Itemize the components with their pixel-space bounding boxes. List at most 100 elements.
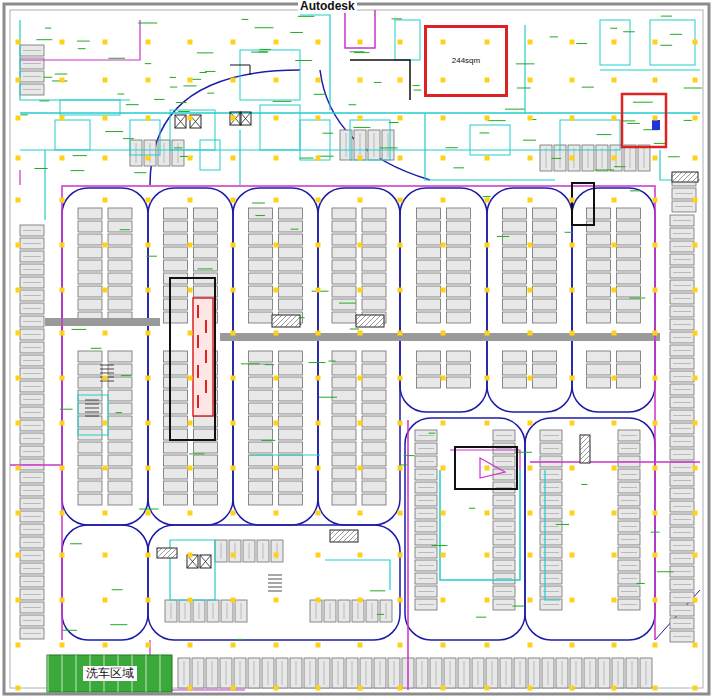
parking-stall (194, 286, 218, 297)
parking-stall (670, 618, 694, 629)
parking-stall (447, 234, 471, 245)
parking-stall (332, 658, 344, 688)
parking-stall (493, 443, 515, 454)
stall-mark (394, 661, 395, 685)
stall-mark (496, 500, 512, 501)
parking-stall (382, 130, 394, 160)
column (358, 466, 363, 471)
column (60, 421, 65, 426)
column (188, 686, 193, 691)
parking-stall (670, 631, 694, 642)
column (485, 686, 490, 691)
hatch-line (582, 455, 590, 463)
column (398, 116, 403, 121)
parking-stall (20, 628, 44, 639)
parking-stall (417, 299, 441, 310)
column (693, 156, 698, 161)
parking-stall (318, 658, 330, 688)
parking-stall (617, 208, 641, 219)
parking-stall (533, 260, 557, 271)
parking-stall (249, 260, 273, 271)
parking-stall (587, 221, 611, 232)
parking-stall (279, 299, 303, 310)
pipe-mark (45, 28, 51, 29)
column (485, 78, 490, 83)
pipe-mark (291, 229, 299, 230)
stall-mark (621, 539, 637, 540)
room-outline (200, 140, 220, 170)
parking-stall (415, 521, 437, 532)
column (485, 421, 490, 426)
stall-mark (496, 591, 512, 592)
driveway-loop (148, 525, 400, 640)
column (60, 598, 65, 603)
column (146, 40, 151, 45)
parking-stall (618, 573, 640, 584)
column (16, 40, 21, 45)
parking-stall (617, 312, 641, 323)
column (398, 466, 403, 471)
hatch-line (272, 315, 282, 325)
column (693, 376, 698, 381)
column (653, 116, 658, 121)
column (612, 686, 617, 691)
parking-stall (617, 221, 641, 232)
hatch-line (697, 181, 698, 182)
stair-line (85, 404, 99, 405)
parking-stall (587, 260, 611, 271)
parking-stall (332, 494, 356, 505)
parking-stall (670, 410, 694, 421)
parking-stall (618, 482, 640, 493)
parking-stall (332, 455, 356, 466)
pipe-mark (636, 583, 644, 584)
parking-stall (587, 364, 611, 375)
parking-stall (540, 495, 562, 506)
parking-stall (78, 208, 102, 219)
column (528, 156, 533, 161)
pipe-mark (483, 196, 491, 197)
elevator-mark (205, 380, 207, 393)
column (653, 376, 658, 381)
inner-wall (10, 10, 703, 688)
stall-mark (374, 133, 375, 157)
equipment (652, 120, 660, 130)
hatch-line (687, 172, 697, 182)
column (316, 686, 321, 691)
stall-mark (496, 578, 512, 579)
stall-mark (23, 347, 41, 348)
parking-stall (249, 403, 273, 414)
column (693, 243, 698, 248)
stall-mark (23, 581, 41, 582)
stall-mark (496, 448, 512, 449)
column (485, 243, 490, 248)
parking-stall (78, 494, 102, 505)
parking-stall (417, 377, 441, 388)
pipe-mark (668, 156, 680, 157)
parking-stall (279, 377, 303, 388)
parking-stall (587, 312, 611, 323)
parking-stall (618, 521, 640, 532)
pipe-line (600, 69, 700, 70)
parking-stall (221, 600, 233, 622)
column (528, 243, 533, 248)
duct-line (20, 20, 140, 60)
stall-mark (164, 143, 165, 163)
parking-stall (346, 658, 358, 688)
column (528, 40, 533, 45)
column (653, 331, 658, 336)
column (60, 553, 65, 558)
column (103, 331, 108, 336)
parking-stall (194, 221, 218, 232)
stall-mark (418, 552, 434, 553)
column (188, 116, 193, 121)
pipe-mark (374, 82, 382, 83)
column (316, 78, 321, 83)
column (188, 331, 193, 336)
parking-stall (638, 145, 650, 171)
parking-stall (617, 273, 641, 284)
stall-mark (496, 552, 512, 553)
stall-mark (422, 661, 423, 685)
column (274, 511, 279, 516)
parking-stall (540, 430, 562, 441)
column (316, 40, 321, 45)
